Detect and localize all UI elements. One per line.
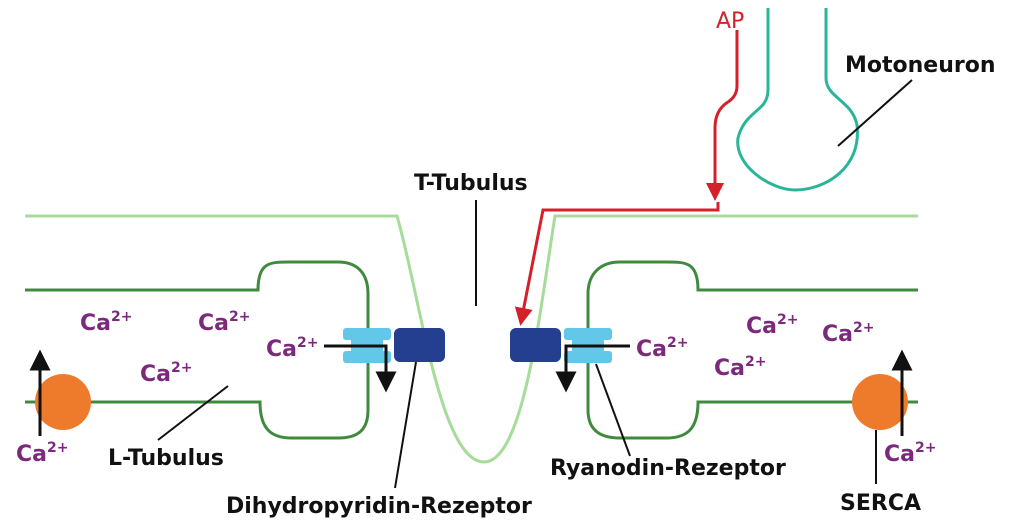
motoneuron-terminal — [736, 8, 859, 192]
dihydropyridin-rezeptor-label: Dihydropyridin-Rezeptor — [226, 494, 532, 519]
leader-dihydropyridin-rezeptor — [394, 361, 417, 489]
serca-pump-right-icon — [852, 374, 908, 430]
calcium-label-sr-right-1: Ca2+ — [746, 312, 798, 339]
calcium-label-sr-left-3: Ca2+ — [140, 360, 192, 387]
calcium-label-sr-right-3: Ca2+ — [714, 354, 766, 381]
leader-l-tubulus — [157, 385, 229, 441]
calcium-label-release-left: Ca2+ — [266, 335, 318, 362]
l-tubulus-label: L-Tubulus — [108, 446, 224, 471]
ryanodin-rezeptor-label: Ryanodin-Rezeptor — [550, 456, 786, 481]
action-potential-to-ttubule — [514, 202, 720, 326]
calcium-label-sr-right-2: Ca2+ — [822, 320, 874, 347]
calcium-release-arrow-left — [324, 344, 397, 393]
action-potential-path — [706, 30, 739, 201]
calcium-label-cytosol-left: Ca2+ — [16, 440, 68, 467]
calcium-release-arrow-right — [555, 344, 630, 393]
calcium-label-sr-left-2: Ca2+ — [198, 309, 250, 336]
dihydropyridine-receptor-right-icon — [510, 328, 561, 362]
serca-pump-left-icon — [35, 374, 91, 430]
ryanodine-receptor-right-icon — [564, 328, 612, 363]
dihydropyridine-receptor-left-icon — [394, 328, 445, 362]
calcium-label-cytosol-right: Ca2+ — [884, 440, 936, 467]
sarcolemma-membrane — [25, 214, 918, 464]
calcium-label-sr-left-1: Ca2+ — [80, 309, 132, 336]
motoneuron-label: Motoneuron — [845, 53, 996, 78]
calcium-label-release-right: Ca2+ — [636, 335, 688, 362]
leader-ryanodin-rezeptor — [595, 363, 631, 457]
serca-label: SERCA — [840, 491, 921, 516]
ap-label: AP — [716, 9, 744, 34]
t-tubulus-label: T-Tubulus — [414, 171, 528, 196]
leader-motoneuron — [837, 79, 913, 147]
